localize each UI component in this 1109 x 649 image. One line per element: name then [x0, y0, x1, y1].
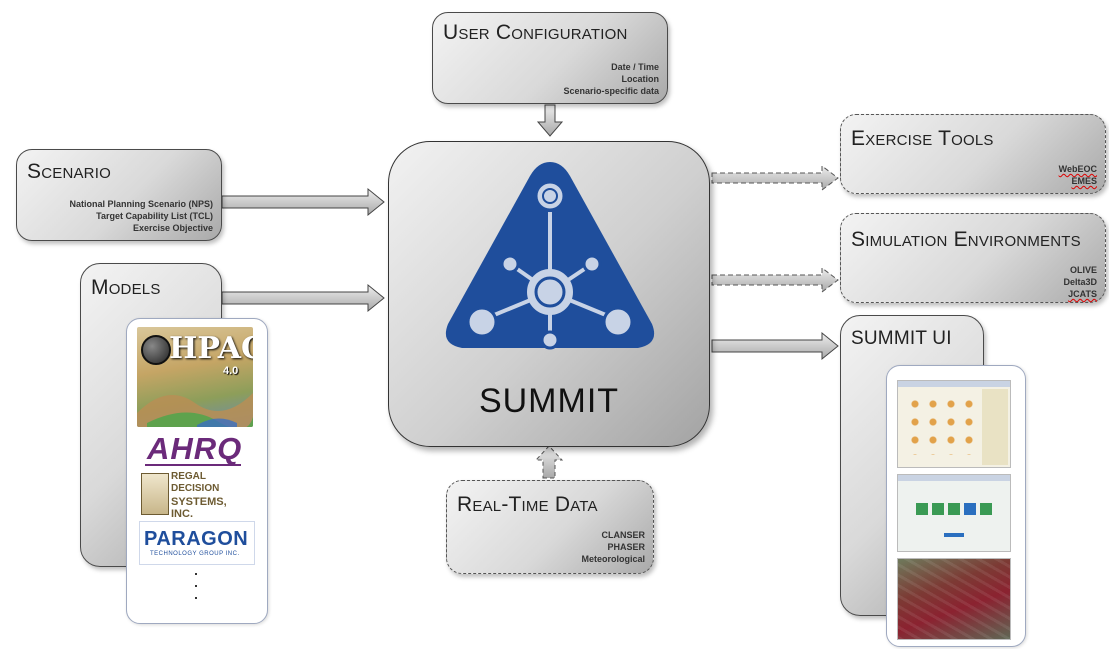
- arrow-summit-to-simulation: [711, 267, 839, 293]
- hpac-version: 4.0: [223, 365, 239, 377]
- arrow-models-to-summit: [221, 283, 385, 313]
- scenario-box: Scenario National Planning Scenario (NPS…: [16, 149, 222, 241]
- scenario-item: Exercise Objective: [132, 223, 213, 233]
- hpac-terrain-icon: [137, 393, 253, 427]
- hpac-logo: HPAC 4.0: [137, 327, 253, 427]
- models-logo-stack: HPAC 4.0 AHRQ REGAL DECISION SYSTEMS, IN…: [126, 318, 268, 624]
- scenario-title: Scenario: [27, 160, 111, 183]
- ahrq-logo-text: AHRQ: [147, 431, 243, 466]
- summit-ui-screenshot-dashboard: [897, 380, 1011, 468]
- paragon-subtitle: TECHNOLOGY GROUP INC.: [150, 551, 240, 557]
- summit-label: SUMMIT: [478, 382, 620, 420]
- paragon-logo: PARAGON TECHNOLOGY GROUP INC.: [139, 521, 255, 565]
- realtime-item: CLANSER: [601, 530, 645, 540]
- simulation-environments-box: Simulation Environments OLIVE Delta3D JC…: [840, 213, 1106, 303]
- scenario-item: Target Capability List (TCL): [96, 211, 213, 221]
- config-item: Location: [621, 74, 660, 84]
- real-time-data-items: CLANSER PHASER Meteorological: [581, 529, 645, 565]
- realtime-item: PHASER: [607, 542, 645, 552]
- scenario-items: National Planning Scenario (NPS) Target …: [69, 198, 213, 234]
- summit-network-logo-icon: [445, 162, 655, 350]
- regal-line2: DECISION: [171, 483, 220, 494]
- exercise-tools-box: Exercise Tools WebEOC EMES: [840, 114, 1106, 194]
- arrow-scenario-to-summit: [221, 187, 385, 217]
- summit-ui-screenshot-stack: [886, 365, 1026, 647]
- hpac-globe-icon: [141, 335, 171, 365]
- arrow-realtime-to-summit: [534, 445, 564, 479]
- summit-ui-screenshot-3d-map: [897, 558, 1011, 640]
- exercise-tool-item: WebEOC: [1058, 164, 1097, 174]
- simulation-item: OLIVE: [1069, 265, 1097, 275]
- exercise-tools-items: WebEOC EMES: [1059, 163, 1097, 187]
- regal-emblem-icon: [141, 473, 169, 515]
- regal-logo: REGAL DECISION SYSTEMS, INC.: [139, 469, 251, 520]
- user-configuration-items: Date / Time Location Scenario-specific d…: [563, 61, 659, 97]
- simulation-environments-title: Simulation Environments: [851, 228, 1081, 251]
- simulation-item: Delta3D: [1063, 277, 1097, 287]
- user-configuration-title: User Configuration: [443, 21, 628, 44]
- realtime-item: Meteorological: [581, 554, 645, 564]
- regal-line1: REGAL: [171, 471, 206, 482]
- exercise-tool-item: EMES: [1071, 176, 1097, 186]
- regal-line3: SYSTEMS, INC.: [171, 496, 227, 520]
- summit-ui-screenshot-menu: [897, 474, 1011, 552]
- more-models-dots: [195, 573, 199, 613]
- simulation-item: JCATS: [1068, 289, 1097, 299]
- user-configuration-box: User Configuration Date / Time Location …: [432, 12, 668, 104]
- arrow-summit-to-exercise-tools: [711, 165, 839, 191]
- arrow-config-to-summit: [536, 104, 564, 137]
- hpac-logo-text: HPAC: [169, 331, 253, 366]
- arrow-summit-to-summit-ui: [711, 331, 839, 361]
- config-item: Scenario-specific data: [563, 86, 659, 96]
- summit-box: SUMMIT: [388, 141, 710, 447]
- simulation-items: OLIVE Delta3D JCATS: [1063, 264, 1097, 300]
- ahrq-logo: AHRQ: [139, 431, 251, 467]
- real-time-data-title: Real-Time Data: [457, 493, 598, 516]
- summit-ui-title: SUMMIT UI: [851, 328, 952, 349]
- real-time-data-box: Real-Time Data CLANSER PHASER Meteorolog…: [446, 480, 654, 574]
- models-title: Models: [91, 276, 161, 299]
- paragon-logo-text: PARAGON: [144, 528, 249, 550]
- exercise-tools-title: Exercise Tools: [851, 127, 994, 150]
- ahrq-underline: [145, 464, 241, 466]
- scenario-item: National Planning Scenario (NPS): [69, 199, 213, 209]
- config-item: Date / Time: [611, 62, 659, 72]
